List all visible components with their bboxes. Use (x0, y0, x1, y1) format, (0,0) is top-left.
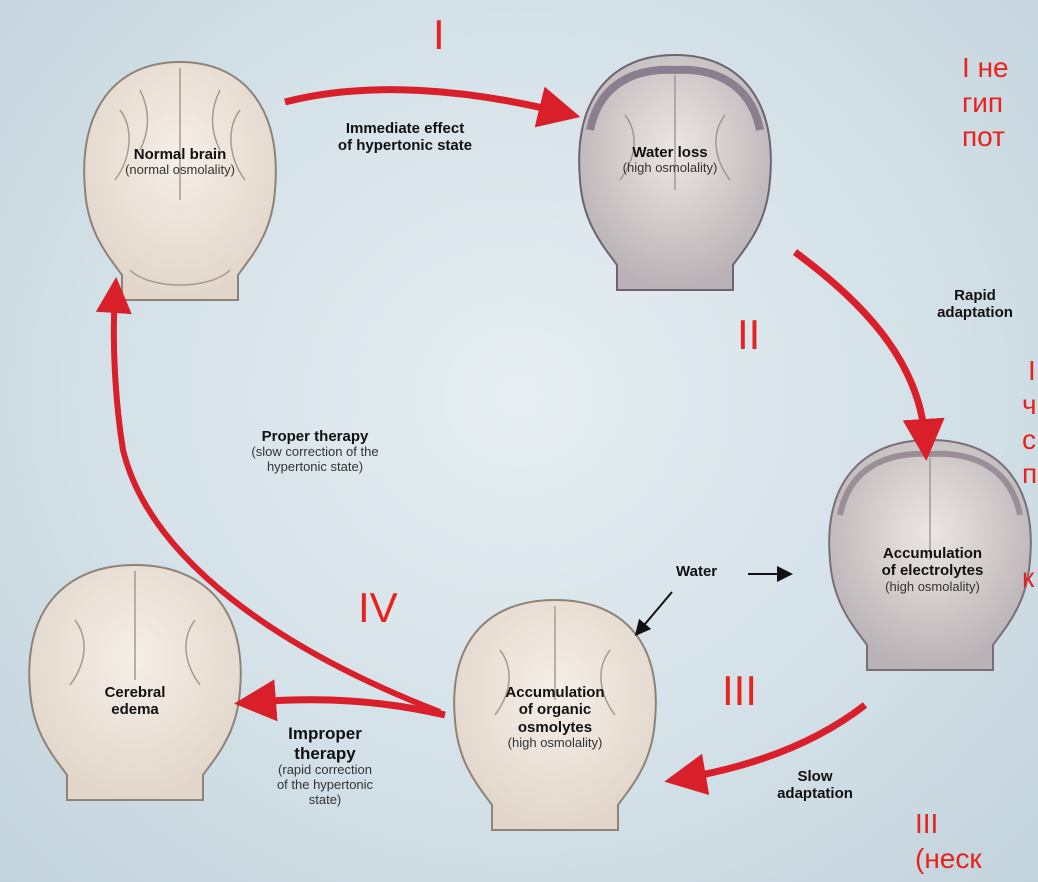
overlay-line1: I не (962, 52, 1009, 85)
rapid-line2: adaptation (910, 304, 1038, 321)
numeral-ii: II (737, 314, 760, 356)
label-improper-therapy: Improper therapy (rapid correction of th… (255, 724, 395, 808)
numeral-iii: III (722, 670, 757, 712)
label-rapid-adaptation: Rapid adaptation (910, 287, 1038, 322)
overlay-ii-num: I (1028, 355, 1036, 388)
improper-line2: therapy (255, 744, 395, 764)
electrolytes-title1: Accumulation (840, 545, 1025, 562)
organic-title3: osmolytes (470, 719, 640, 736)
label-water: Water (676, 563, 746, 580)
label-slow-adaptation: Slow adaptation (765, 768, 865, 803)
brain-normal (84, 62, 276, 300)
organic-title1: Accumulation (470, 684, 640, 701)
label-cerebral-edema: Cerebral edema (60, 684, 210, 719)
overlay-line1-num: I (962, 52, 970, 83)
immediate-line2: of hypertonic state (300, 137, 510, 154)
overlay-line1-text: не (978, 52, 1009, 83)
improper-line1: Improper (255, 724, 395, 744)
arrow-rapid (795, 252, 925, 440)
slow-line2: adaptation (765, 785, 865, 802)
organic-title2: of organic (470, 701, 640, 718)
proper-line1: Proper therapy (195, 428, 435, 445)
arrow-immediate (285, 90, 560, 112)
overlay-iii-text: (неск (915, 843, 982, 876)
improper-line5: state) (255, 793, 395, 808)
water-loss-title: Water loss (585, 144, 755, 161)
proper-line3: hypertonic state) (195, 460, 435, 475)
edema-title1: Cerebral (60, 684, 210, 701)
label-proper-therapy: Proper therapy (slow correction of the h… (195, 428, 435, 475)
electrolytes-sub: (high osmolality) (840, 580, 1025, 595)
organic-sub: (high osmolality) (470, 736, 640, 751)
label-normal-brain: Normal brain (normal osmolality) (90, 146, 270, 178)
electrolytes-title2: of electrolytes (840, 562, 1025, 579)
improper-line3: (rapid correction (255, 763, 395, 778)
improper-line4: of the hypertonic (255, 778, 395, 793)
overlay-ii-l2: с (1022, 424, 1036, 457)
slow-line1: Slow (765, 768, 865, 785)
overlay-line2: гип (962, 87, 1003, 120)
brain-cerebral-edema (29, 565, 241, 800)
water-loss-sub: (high osmolality) (585, 161, 755, 176)
immediate-line1: Immediate effect (300, 120, 510, 137)
overlay-line3: пот (962, 121, 1005, 154)
overlay-ii-l3: п (1022, 458, 1037, 491)
proper-line2: (slow correction of the (195, 445, 435, 460)
overlay-iii-num: III (915, 808, 938, 841)
numeral-i: I (433, 14, 445, 56)
label-electrolytes: Accumulation of electrolytes (high osmol… (840, 545, 1025, 594)
rapid-line1: Rapid (910, 287, 1038, 304)
overlay-ii-l1: ч (1022, 389, 1037, 422)
edema-title2: edema (60, 701, 210, 718)
arrow-water (640, 574, 785, 630)
numeral-iv: IV (358, 587, 398, 629)
water-label: Water (676, 563, 746, 580)
overlay-ii-l4: к (1022, 562, 1034, 595)
label-organic-osmolytes: Accumulation of organic osmolytes (high … (470, 684, 640, 751)
label-water-loss: Water loss (high osmolality) (585, 144, 755, 176)
normal-brain-sub: (normal osmolality) (90, 163, 270, 178)
label-immediate-effect: Immediate effect of hypertonic state (300, 120, 510, 155)
normal-brain-title: Normal brain (90, 146, 270, 163)
